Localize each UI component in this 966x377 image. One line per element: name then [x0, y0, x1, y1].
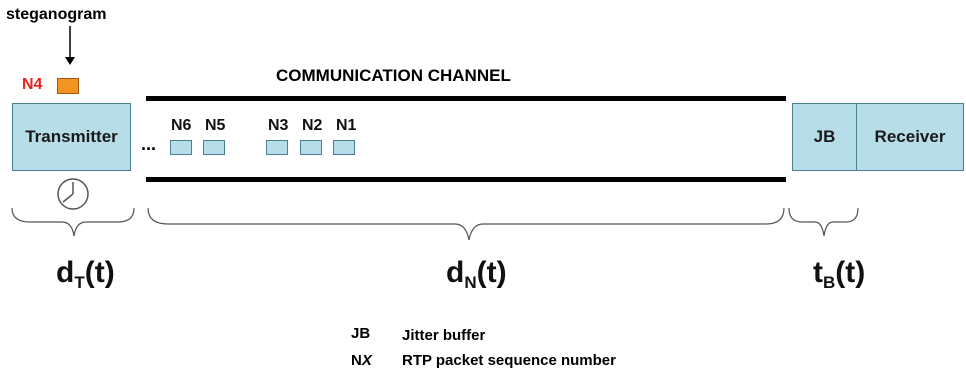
- legend-key-nx: NX: [351, 352, 372, 369]
- packet-label-n2: N2: [302, 117, 323, 134]
- receiver-label: Receiver: [874, 127, 946, 146]
- packet-label-n6: N6: [171, 117, 192, 134]
- jitter-buffer-box: JB: [792, 103, 857, 171]
- channel-title: COMMUNICATION CHANNEL: [276, 66, 511, 85]
- ellipsis: ...: [141, 134, 157, 154]
- injected-packet-label: N4: [22, 76, 43, 93]
- channel-top-line: [146, 96, 786, 101]
- network-brace: [147, 207, 785, 241]
- packet-n3: [266, 140, 288, 155]
- clock-icon: [57, 178, 89, 210]
- receiver-box: Receiver: [856, 103, 964, 171]
- legend-value-nx: RTP packet sequence number: [402, 352, 616, 369]
- steganogram-label: steganogram: [6, 6, 107, 23]
- packet-n1: [333, 140, 355, 155]
- packet-n5: [203, 140, 225, 155]
- packet-label-n5: N5: [205, 117, 226, 134]
- legend-key-jb: JB: [351, 325, 371, 342]
- buffer-delay-label: tB(t): [813, 256, 866, 292]
- packet-label-n3: N3: [268, 117, 289, 134]
- packet-label-n1: N1: [336, 117, 357, 134]
- transmitter-delay-label: dT(t): [56, 256, 115, 292]
- network-delay-label: dN(t): [446, 256, 507, 292]
- transmitter-box: Transmitter: [12, 103, 131, 171]
- channel-bottom-line: [146, 177, 786, 182]
- legend-value-jb: Jitter buffer: [402, 327, 486, 344]
- packet-n2: [300, 140, 322, 155]
- steganogram-packet: [57, 78, 79, 94]
- transmitter-label: Transmitter: [25, 127, 118, 146]
- packet-n6: [170, 140, 192, 155]
- transmitter-brace: [11, 207, 135, 237]
- jb-label: JB: [813, 127, 836, 146]
- buffer-brace: [788, 207, 859, 237]
- steganogram-arrow: [65, 26, 75, 65]
